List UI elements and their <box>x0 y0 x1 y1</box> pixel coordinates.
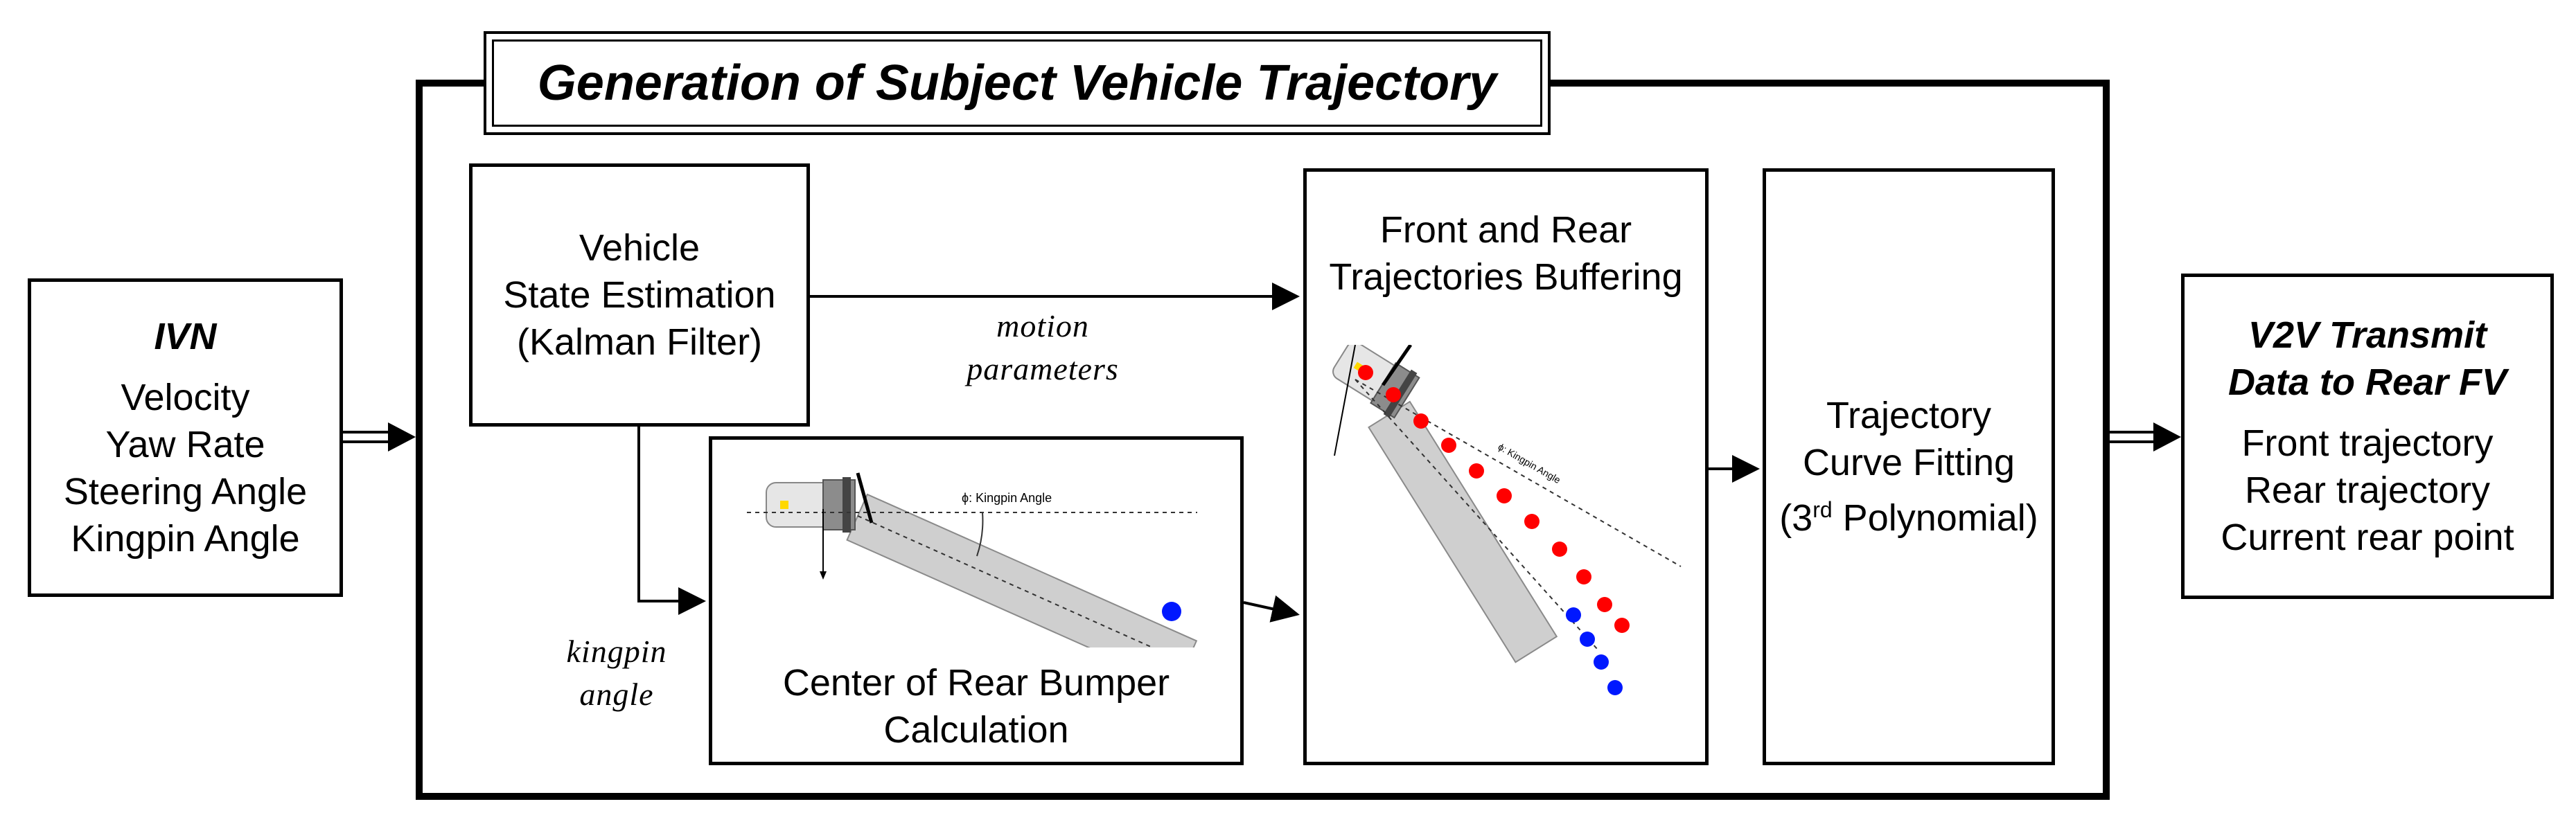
kingpin-angle-label: kingpin angle <box>530 630 703 716</box>
buffering-box: Front and Rear Trajectories Buffering ϕ:… <box>1303 168 1709 765</box>
curve-fitting-box: Trajectory Curve Fitting (3rd Polynomial… <box>1763 168 2055 765</box>
front-trajectory-point <box>1358 365 1373 380</box>
rear-bumper-line-2: Calculation <box>883 709 1069 751</box>
v2v-current-rear-point: Current rear point <box>2221 517 2514 558</box>
curve-fitting-sup: rd <box>1812 497 1833 522</box>
frame-to-v2v-arrow <box>2110 422 2181 452</box>
curve-fitting-line-3: (3rd Polynomial) <box>1779 486 2038 542</box>
ivn-velocity: Velocity <box>121 377 250 418</box>
front-trajectory-point <box>1597 597 1612 612</box>
v2v-heading-2: Data to Rear FV <box>2227 361 2507 403</box>
front-trajectory-point <box>1469 463 1484 479</box>
ivn-kingpin-angle: Kingpin Angle <box>71 518 300 560</box>
buffering-line-2: Trajectories Buffering <box>1329 256 1683 298</box>
front-trajectory-point <box>1386 387 1401 402</box>
ivn-heading: IVN <box>154 316 217 357</box>
state-estimation-line-1: Vehicle <box>579 227 700 269</box>
kingpin-arrow <box>637 427 706 615</box>
front-trajectory-points <box>1358 365 1630 633</box>
front-trajectory-point <box>1413 413 1429 429</box>
rear-bumper-point <box>1162 602 1181 621</box>
kingpin-label-2: angle <box>579 677 654 712</box>
rear-trajectory-points <box>1566 607 1623 695</box>
ivn-box: IVN Velocity Yaw Rate Steering Angle Kin… <box>28 278 343 597</box>
v2v-rear-trajectory: Rear trajectory <box>2244 470 2491 511</box>
front-trajectory-point <box>1441 438 1456 453</box>
motion-label-2: parameters <box>967 351 1119 386</box>
rear-trajectory-point <box>1594 654 1609 670</box>
rear-bumper-angle-label: ϕ: Kingpin Angle <box>962 491 1052 505</box>
front-trajectory-point <box>1524 514 1540 529</box>
ivn-to-frame-arrow <box>343 422 416 452</box>
rear-bumper-box: ϕ: Kingpin Angle Center of Rear Bumper C… <box>709 436 1244 765</box>
rear-trajectory-point <box>1566 607 1581 623</box>
state-estimation-line-3: (Kalman Filter) <box>516 321 763 363</box>
truck-icon <box>766 472 874 533</box>
v2v-heading-1: V2V Transmit <box>2248 314 2487 356</box>
rear-trajectory-point <box>1607 680 1623 695</box>
state-estimation-line-2: State Estimation <box>503 274 776 316</box>
buffering-illustration: ϕ: Kingpin Angle <box>1332 345 1682 695</box>
v2v-front-trajectory: Front trajectory <box>2241 422 2494 464</box>
ivn-yaw-rate: Yaw Rate <box>105 424 265 465</box>
front-trajectory-point <box>1497 488 1512 503</box>
buffering-line-1: Front and Rear <box>1379 209 1632 251</box>
state-estimation-box: Vehicle State Estimation (Kalman Filter) <box>469 163 810 427</box>
v2v-box: V2V Transmit Data to Rear FV Front traje… <box>2181 274 2554 599</box>
rear-trajectory-point <box>1580 632 1595 647</box>
front-trajectory-point <box>1576 569 1591 584</box>
title-box: Generation of Subject Vehicle Trajectory <box>484 31 1551 135</box>
motion-parameters-label: motion parameters <box>928 305 1157 391</box>
kingpin-label-1: kingpin <box>566 634 667 669</box>
trailer-body <box>846 493 1198 647</box>
ivn-steering-angle: Steering Angle <box>63 471 308 512</box>
motion-label-1: motion <box>996 308 1089 343</box>
rear-bumper-line-1: Center of Rear Bumper <box>782 662 1170 704</box>
page-title: Generation of Subject Vehicle Trajectory <box>537 55 1497 111</box>
curve-fitting-line-2: Curve Fitting <box>1802 442 2015 483</box>
front-trajectory-point <box>1552 542 1567 557</box>
curve-fitting-suffix: Polynomial) <box>1832 497 2038 539</box>
rear-bumper-illustration: ϕ: Kingpin Angle <box>747 472 1198 647</box>
curve-fitting-line-1: Trajectory <box>1826 395 1992 436</box>
bumper-to-buffering-arrow <box>1243 595 1300 623</box>
front-trajectory-point <box>1614 618 1630 633</box>
curve-fitting-prefix: (3 <box>1779 497 1813 539</box>
